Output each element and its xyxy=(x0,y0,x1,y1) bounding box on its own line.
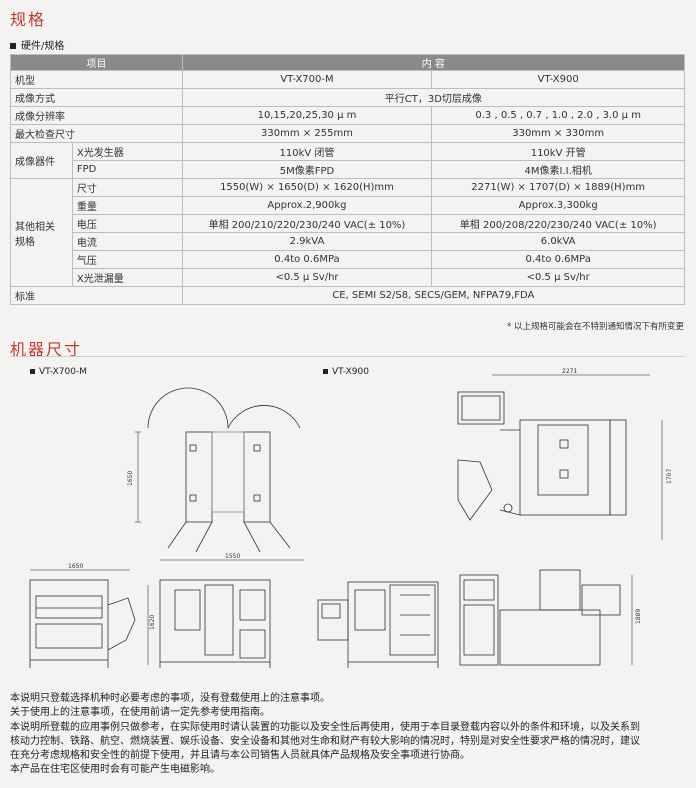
footer-line: 关于使用上的注意事项，在使用前请一定先参考使用指南。 xyxy=(10,707,270,719)
machine-label-b-text: VT-X900 xyxy=(332,367,369,377)
footer-line: 在充分考虑规格和安全性的前提下使用，并且请与本公司销售人员就具体产品规格及安全事… xyxy=(10,750,470,762)
table-row: X光泄漏量 <0.5 μ Sv/hr <0.5 μ Sv/hr xyxy=(11,268,685,287)
footer-notes: 本说明只登载选择机种时必要考虑的事项，没有登载使用上的注意事项。 关于使用上的注… xyxy=(10,692,690,778)
footer-line: 本产品在住宅区使用时会有可能产生电磁影响。 xyxy=(10,764,220,776)
machine-label-a-text: VT-X700-M xyxy=(39,367,87,377)
square-bullet-icon xyxy=(30,369,35,374)
section-title-spec: 规格 xyxy=(10,10,47,29)
table-row: 最大检查尺寸 330mm × 255mm 330mm × 330mm xyxy=(10,124,685,143)
footer-line: 核动力控制、铁路、航空、燃烧装置、娱乐设备、安全设备和其他对生命和财产有较大影响… xyxy=(10,735,640,747)
machine-label-a: VT-X700-M xyxy=(30,367,87,377)
table-row: 标准 CE, SEMI S2/S8, SECS/GEM, NFPA79,FDA xyxy=(10,286,686,305)
dim-b-depth: 1707 xyxy=(666,469,673,484)
x900-side-view xyxy=(459,569,633,666)
header-item: 项目 xyxy=(10,54,183,71)
x700-top-view xyxy=(135,387,304,561)
dim-a-width-top: 1550 xyxy=(225,553,240,560)
footer-line: 本说明只登载选择机种时必要考虑的事项，没有登载使用上的注意事项。 xyxy=(10,693,330,704)
dim-a-height: 1620 xyxy=(149,615,156,630)
group-label-line2: 规格 xyxy=(15,236,35,248)
cell-merged: CE, SEMI S2/S8, SECS/GEM, NFPA79,FDA xyxy=(181,286,686,305)
machine-label-b: VT-X900 xyxy=(323,367,369,377)
dim-b-height: 1889 xyxy=(635,609,642,624)
dim-a-depth-top: 1650 xyxy=(127,471,134,486)
square-bullet-icon xyxy=(323,369,328,374)
dim-a-front-width: 1650 xyxy=(68,563,83,570)
square-bullet-icon xyxy=(10,43,16,49)
x900-top-view xyxy=(457,374,663,540)
section-subtitle-hardware: 硬件/规格 xyxy=(10,37,64,52)
x900-front-view xyxy=(317,581,439,668)
spec-table: 项目 内 容 机型 VT-X700-M VT-X900 成像方式 平行CT，3D… xyxy=(10,54,686,305)
group-label-line1: 其他相关 xyxy=(15,221,55,233)
section-divider xyxy=(10,356,685,357)
table-row: 重量 Approx.2,900kg Approx.3,300kg xyxy=(11,196,685,215)
spec-note: * 以上规格可能会在不特别通知情况下有所变更 xyxy=(507,322,684,332)
table-row: FPD 5M像素FPD 4M像素I.I.相机 xyxy=(11,160,685,179)
dim-b-width: 2271 xyxy=(562,368,577,375)
x700-front-view xyxy=(29,569,136,668)
subtitle-text: 硬件/规格 xyxy=(21,41,65,52)
section-title-dimensions: 机器尺寸 xyxy=(10,340,83,359)
footer-line: 本说明所登载的应用事例只做参考，在实际使用时请认装置的功能以及安全性后再使用，使… xyxy=(10,721,640,733)
x700-side-view xyxy=(147,579,271,668)
table-row: 电流 2.9kVA 6.0kVA xyxy=(11,232,685,251)
